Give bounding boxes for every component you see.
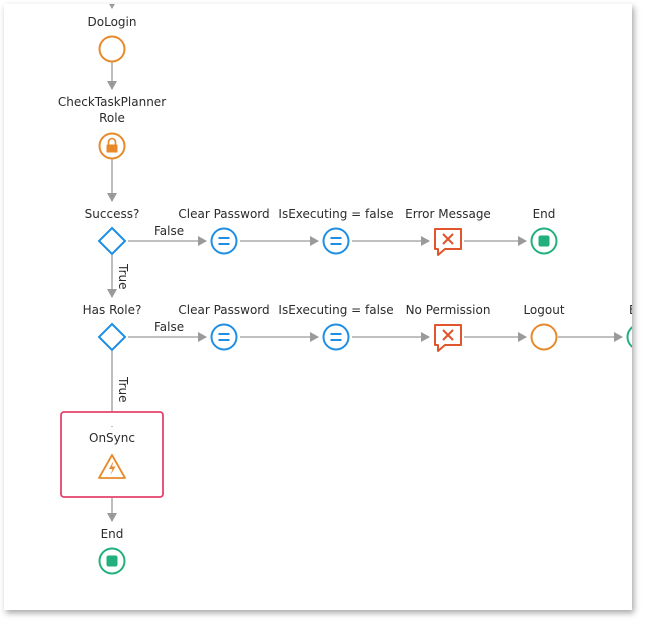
node-logout[interactable]: [530, 323, 558, 351]
lock-icon: [106, 137, 118, 153]
node-end-2[interactable]: [98, 547, 126, 575]
node-is-executing-2-label: IsExecuting = false: [278, 303, 393, 317]
lightning-warning-icon: [98, 454, 126, 479]
node-onsync-label: OnSync: [89, 431, 135, 445]
node-end-cut[interactable]: [626, 325, 633, 350]
node-end-2-label: End: [101, 527, 124, 541]
node-dologin-label: DoLogin: [88, 15, 137, 29]
node-clear-password-1-label: Clear Password: [178, 207, 269, 221]
label-false-2: False: [154, 320, 184, 334]
equals-icon: [330, 237, 342, 245]
node-is-executing-1-label: IsExecuting = false: [278, 207, 393, 221]
label-false-1: False: [154, 224, 184, 238]
equals-icon: [218, 237, 230, 245]
node-end-1[interactable]: [530, 227, 558, 255]
error-x-icon: [442, 329, 454, 341]
node-logout-label: Logout: [523, 303, 564, 317]
node-no-permission-label: No Permission: [406, 303, 491, 317]
node-end-cut-label: E: [629, 303, 632, 317]
node-has-role-decision[interactable]: [97, 322, 127, 352]
node-check-role[interactable]: [98, 132, 126, 160]
label-true-2: True: [116, 376, 130, 403]
node-clear-password-2[interactable]: [210, 323, 238, 351]
equals-icon: [330, 333, 342, 341]
flow-canvas[interactable]: False False True True DoLogin CheckTaskP…: [4, 4, 632, 610]
flow-diagram: False False True True DoLogin CheckTaskP…: [58, 4, 633, 575]
node-dologin[interactable]: [98, 35, 126, 63]
node-no-permission[interactable]: [434, 324, 462, 352]
node-end-1-label: End: [533, 207, 556, 221]
node-clear-password-2-label: Clear Password: [178, 303, 269, 317]
node-success-label: Success?: [85, 207, 140, 221]
node-check-role-label-2: Role: [99, 111, 125, 125]
node-is-executing-1[interactable]: [322, 227, 350, 255]
node-check-role-label-1: CheckTaskPlanner: [58, 95, 166, 109]
node-clear-password-1[interactable]: [210, 227, 238, 255]
equals-icon: [218, 333, 230, 341]
error-x-icon: [442, 233, 454, 245]
node-has-role-label: Has Role?: [83, 303, 142, 317]
node-is-executing-2[interactable]: [322, 323, 350, 351]
label-true-1: True: [116, 263, 130, 290]
node-success-decision[interactable]: [97, 226, 127, 256]
node-error-message[interactable]: [434, 228, 462, 256]
node-error-message-label: Error Message: [405, 207, 491, 221]
